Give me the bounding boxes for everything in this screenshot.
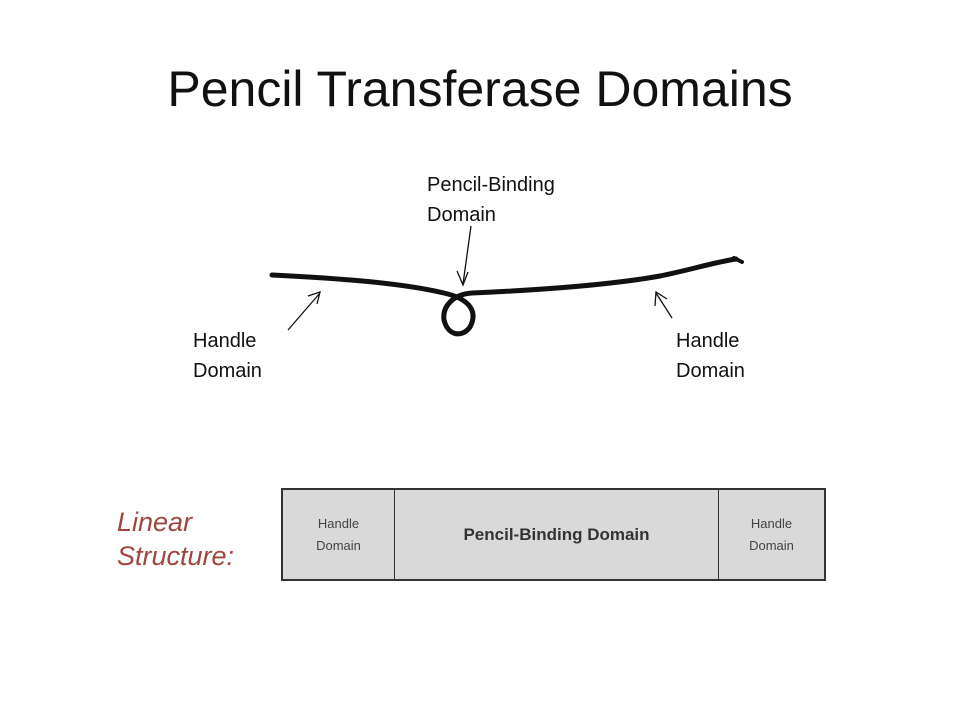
segment-handle-domain-left: Handle Domain <box>283 490 395 579</box>
label-line: Handle <box>193 330 257 352</box>
arrow-handle-right <box>655 292 673 319</box>
linear-structure-label: Linear Structure: <box>117 505 234 573</box>
label-line: Domain <box>676 360 745 382</box>
slide-title: Pencil Transferase Domains <box>167 61 793 117</box>
arrow-handle-left <box>287 292 321 331</box>
linear-structure-bar: Handle Domain Pencil-Binding Domain Hand… <box>281 488 826 581</box>
label-line: Pencil-Binding <box>427 174 555 196</box>
arrow-head-handle-left <box>307 291 321 305</box>
segment-handle-domain-right: Handle Domain <box>718 490 824 579</box>
backbone-end-tick <box>732 256 744 264</box>
segment-text: Handle <box>750 515 793 531</box>
arrow-head-pencil-binding <box>456 270 469 287</box>
protein-backbone <box>269 256 739 337</box>
segment-text: Handle <box>317 515 360 531</box>
segment-text: Domain <box>316 537 361 553</box>
arrow-pencil-binding <box>462 225 472 285</box>
label-line: Domain <box>427 204 496 226</box>
arrow-head-handle-right <box>654 290 668 307</box>
label-line: Linear <box>117 507 193 537</box>
handle-domain-right-label: Handle Domain <box>676 326 745 386</box>
segment-pencil-binding-domain: Pencil-Binding Domain <box>395 490 718 579</box>
pencil-binding-domain-label: Pencil-Binding Domain <box>427 170 555 230</box>
handle-domain-left-label: Handle Domain <box>193 326 262 386</box>
label-line: Structure: <box>117 541 235 571</box>
segment-text: Domain <box>749 537 794 553</box>
segment-text: Pencil-Binding Domain <box>463 524 650 544</box>
label-line: Domain <box>193 360 262 382</box>
label-line: Handle <box>676 330 740 352</box>
